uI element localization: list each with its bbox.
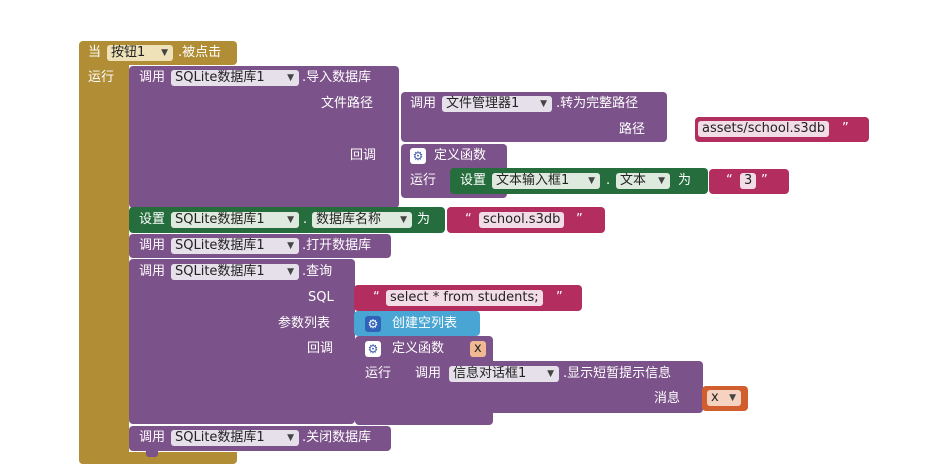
open-db-call-label: 调用 — [139, 238, 166, 253]
set-dbname-dot: . — [303, 212, 308, 227]
event-component-dropdown[interactable]: 按钮1 ▼ — [107, 45, 173, 61]
import-call-label: 调用 — [139, 70, 166, 85]
set-textbox-set-label: 设置 — [460, 173, 487, 188]
query-param-list: 参数列表 — [278, 316, 331, 331]
dropdown-arrow-icon: ▼ — [287, 267, 294, 277]
dropdown-arrow-icon: ▼ — [161, 48, 168, 58]
import-param-file-path: 文件路径 — [321, 96, 374, 111]
file-manager-param-path: 路径 — [619, 122, 646, 137]
quote-close: ” — [556, 290, 563, 305]
gear-icon[interactable]: ⚙ — [410, 148, 426, 164]
textbox-value-string[interactable]: 3 — [740, 173, 757, 189]
set-dbname-component-dropdown[interactable]: SQLite数据库1 ▼ — [171, 212, 299, 228]
gear-icon[interactable]: ⚙ — [365, 341, 381, 357]
quote-open: “ — [726, 173, 733, 188]
quote-close: ” — [761, 173, 768, 188]
open-db-component-value: SQLite数据库1 — [175, 238, 265, 253]
query-param-callback: 回调 — [307, 341, 334, 356]
create-empty-list-label: 创建空列表 — [392, 316, 458, 331]
define-fn2-label: 定义函数 — [392, 341, 445, 356]
query-component-value: SQLite数据库1 — [175, 264, 265, 279]
gear-icon[interactable]: ⚙ — [365, 316, 381, 332]
set-dbname-set-label: 设置 — [139, 212, 166, 227]
import-param-callback: 回调 — [350, 148, 377, 163]
event-component-value: 按钮1 — [111, 45, 146, 60]
query-call-label: 调用 — [139, 264, 166, 279]
open-db-component-dropdown[interactable]: SQLite数据库1 ▼ — [171, 238, 299, 254]
close-db-component-dropdown[interactable]: SQLite数据库1 ▼ — [171, 430, 299, 446]
set-dbname-to-label: 为 — [417, 212, 431, 227]
show-alert-param-msg: 消息 — [654, 391, 681, 406]
show-alert-component-value: 信息对话框1 — [453, 366, 527, 381]
get-x-dropdown[interactable]: x▼ — [707, 390, 741, 406]
dropdown-arrow-icon: ▼ — [287, 73, 294, 83]
dropdown-arrow-icon: ▼ — [287, 215, 294, 225]
set-dbname-property-value: 数据库名称 — [316, 212, 382, 227]
show-alert-call-label: 调用 — [415, 366, 442, 381]
set-textbox-dot: . — [606, 173, 611, 188]
import-db-block[interactable] — [129, 66, 399, 208]
dropdown-arrow-icon: ▼ — [400, 215, 407, 225]
open-db-method-label: .打开数据库 — [302, 238, 372, 253]
file-manager-method-label: .转为完整路径 — [556, 96, 639, 111]
define-fn1-label: 定义函数 — [434, 148, 487, 163]
close-db-notch — [146, 450, 158, 457]
quote-close: ” — [842, 121, 849, 136]
define-fn1-do-label: 运行 — [410, 173, 437, 188]
set-dbname-property-dropdown[interactable]: 数据库名称 ▼ — [312, 212, 412, 228]
event-do-label: 运行 — [88, 70, 115, 85]
close-db-method-label: .关闭数据库 — [302, 430, 372, 445]
set-textbox-property-dropdown[interactable]: 文本 ▼ — [616, 173, 670, 189]
import-component-dropdown[interactable]: SQLite数据库1 ▼ — [171, 70, 299, 86]
define-fn2-param[interactable]: x — [470, 341, 486, 357]
sql-string-value[interactable]: select * from students; — [386, 290, 543, 306]
import-method-label: .导入数据库 — [302, 70, 372, 85]
show-alert-method-label: .显示短暂提示信息 — [563, 366, 672, 381]
path-string-value[interactable]: assets/school.s3db — [698, 121, 830, 137]
dropdown-arrow-icon: ▼ — [588, 176, 595, 186]
set-textbox-property-value: 文本 — [620, 173, 647, 188]
import-component-value: SQLite数据库1 — [175, 70, 265, 85]
query-param-sql: SQL — [308, 290, 334, 305]
close-db-call-label: 调用 — [139, 430, 166, 445]
set-textbox-component-value: 文本输入框1 — [496, 173, 570, 188]
query-block[interactable] — [129, 259, 355, 424]
set-textbox-component-dropdown[interactable]: 文本输入框1 ▼ — [492, 173, 600, 189]
close-db-component-value: SQLite数据库1 — [175, 430, 265, 445]
event-block-body-rail — [79, 60, 129, 464]
dbname-string-value[interactable]: school.s3db — [479, 212, 565, 228]
dropdown-arrow-icon: ▼ — [547, 369, 554, 379]
quote-open: “ — [465, 212, 472, 227]
file-manager-component-dropdown[interactable]: 文件管理器1 ▼ — [442, 96, 552, 112]
quote-open: “ — [373, 290, 380, 305]
query-component-dropdown[interactable]: SQLite数据库1 ▼ — [171, 264, 299, 280]
file-manager-component-value: 文件管理器1 — [446, 96, 520, 111]
define-fn2-do-label: 运行 — [365, 366, 392, 381]
event-block-bottom — [79, 452, 237, 464]
quote-close: ” — [576, 212, 583, 227]
file-manager-call-label: 调用 — [410, 96, 437, 111]
dropdown-arrow-icon: ▼ — [729, 393, 736, 403]
show-alert-component-dropdown[interactable]: 信息对话框1 ▼ — [449, 366, 559, 382]
dropdown-arrow-icon: ▼ — [287, 241, 294, 251]
when-label: 当 — [88, 45, 102, 60]
set-textbox-to-label: 为 — [678, 173, 692, 188]
query-method-label: .查询 — [302, 264, 333, 279]
dropdown-arrow-icon: ▼ — [287, 433, 294, 443]
get-x-value: x — [711, 390, 719, 405]
dropdown-arrow-icon: ▼ — [658, 176, 665, 186]
dropdown-arrow-icon: ▼ — [540, 99, 547, 109]
quote-open: “ — [686, 121, 693, 136]
event-name-label: .被点击 — [178, 45, 222, 60]
set-dbname-component-value: SQLite数据库1 — [175, 212, 265, 227]
